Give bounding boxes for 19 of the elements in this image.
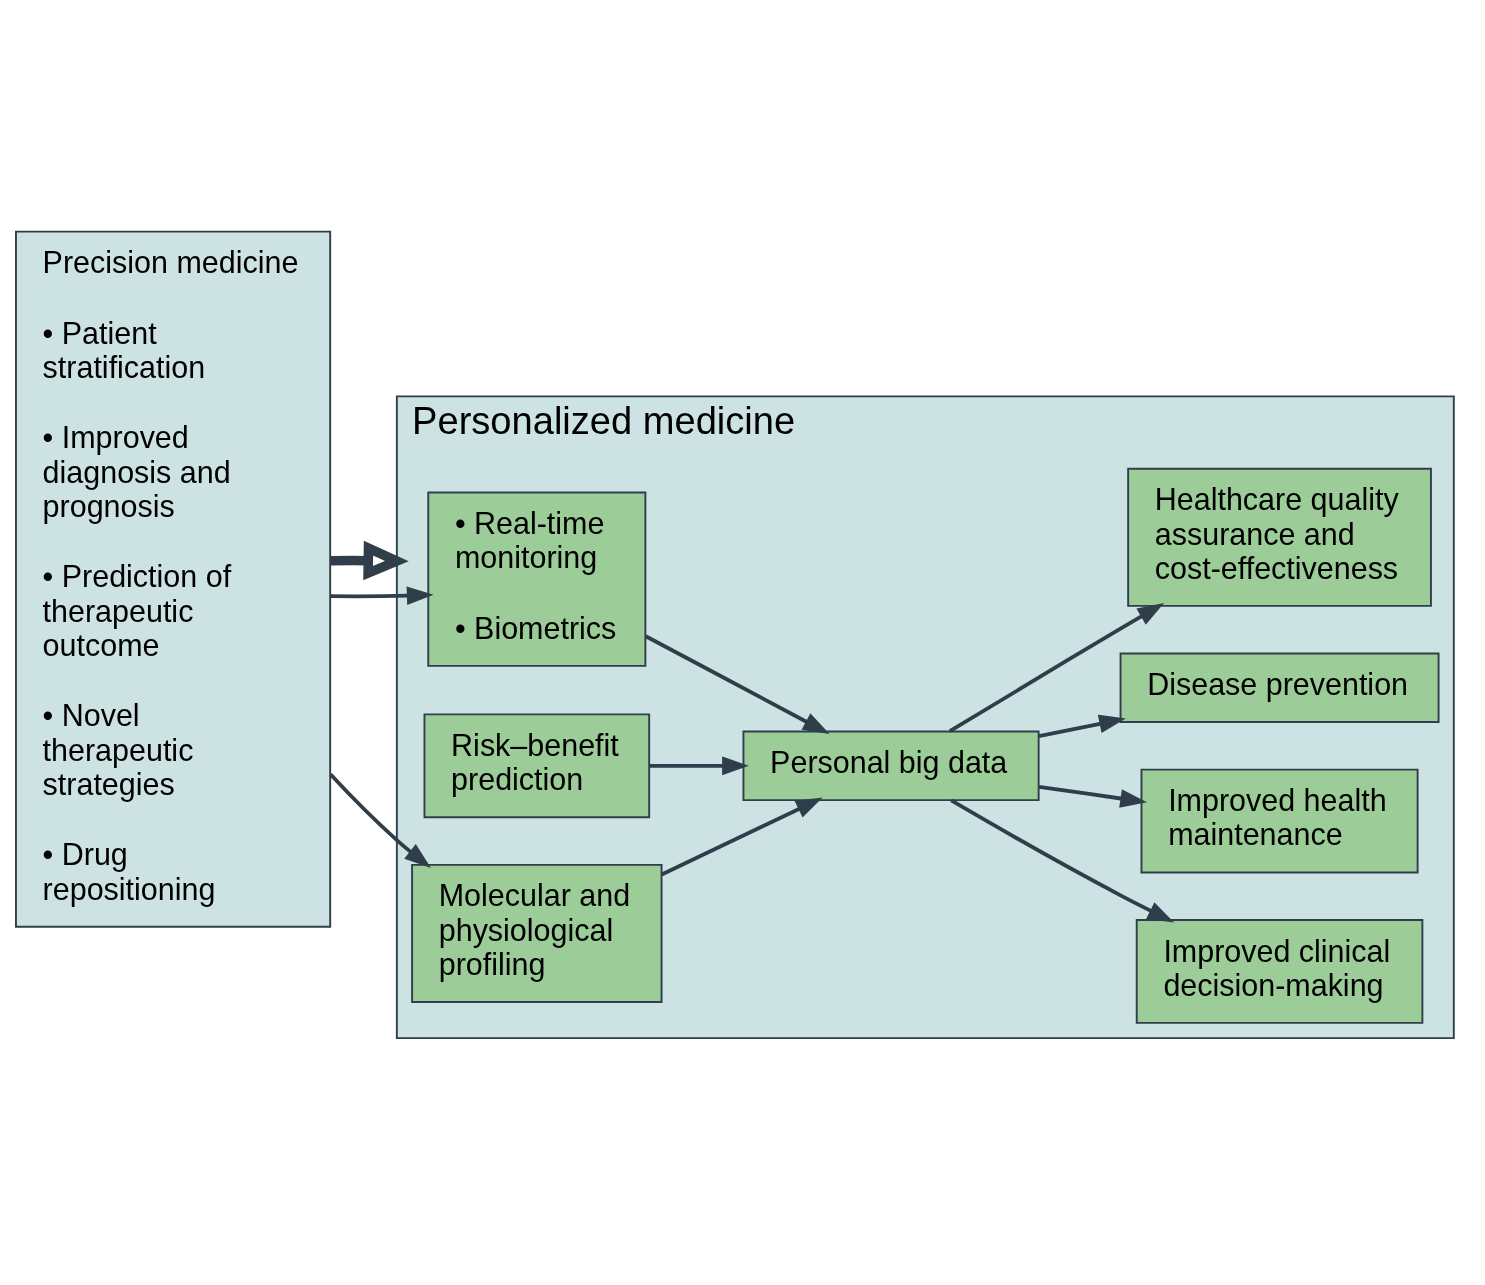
arrow <box>329 772 431 868</box>
arrow <box>330 586 434 606</box>
node-box: Healthcare quality assurance and cost-effectiveness <box>1127 467 1432 607</box>
arrow <box>330 540 409 581</box>
arrow <box>1038 714 1126 739</box>
node-box: Personal big data <box>742 730 1040 802</box>
node-box: Improved clinical decision-making <box>1135 919 1424 1024</box>
node-box: • Real-time monitoring • Biometrics <box>427 491 647 667</box>
arrow <box>948 603 1165 733</box>
arrow <box>950 798 1175 923</box>
node-box: Molecular and physiological profiling <box>411 863 663 1003</box>
arrow <box>1038 784 1147 808</box>
arrow <box>644 634 830 735</box>
node-box: Disease prevention <box>1119 652 1440 723</box>
arrow <box>649 756 749 776</box>
node-box: Risk–benefit prediction <box>423 713 651 819</box>
node-box: Improved health maintenance <box>1140 768 1419 874</box>
arrow <box>660 797 823 877</box>
node-box: Precision medicine • Patient stratification • Improved diagnosis and prognosis • Prediction of therapeutic outcome • Novel therapeutic strategies • Drug repositioning <box>15 230 332 928</box>
